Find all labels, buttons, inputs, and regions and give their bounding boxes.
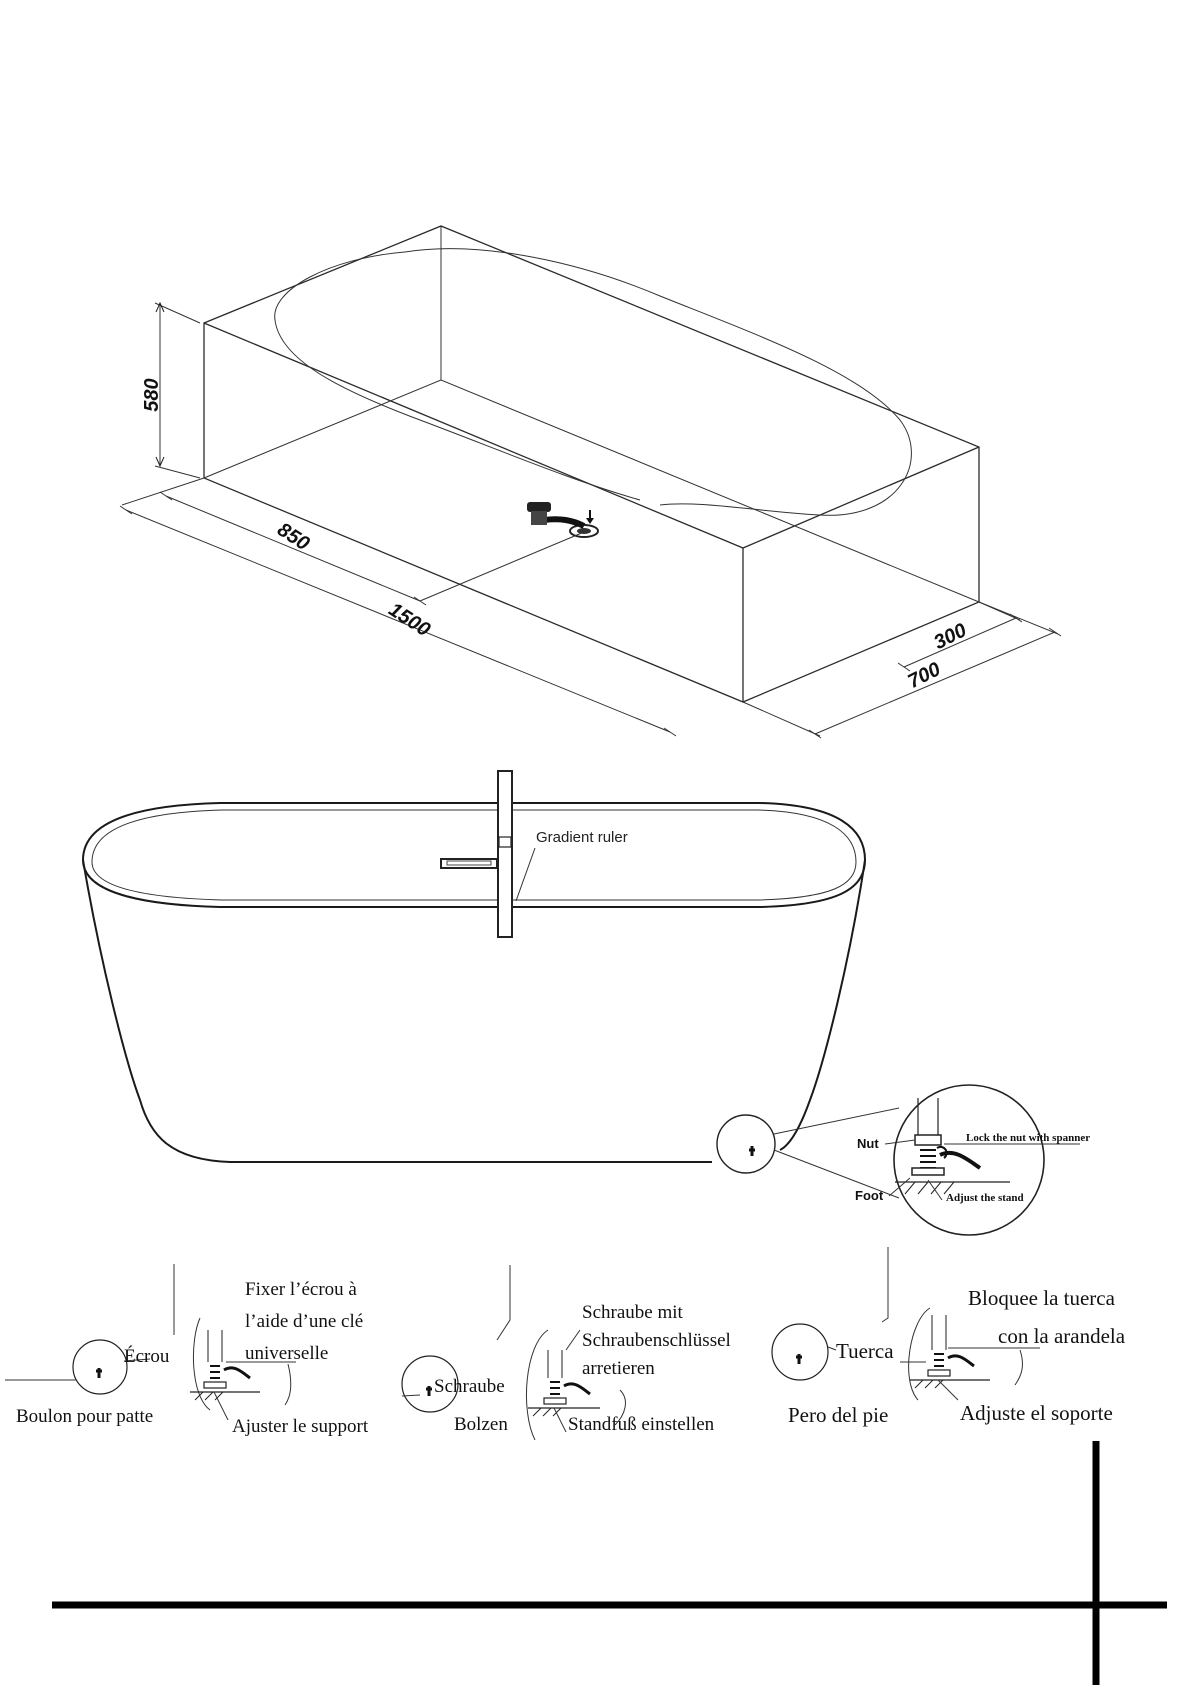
- foot-detail-de-adjust-label: Standfuß einstellen: [568, 1414, 715, 1435]
- foot-detail-de-bolt-label: Bolzen: [454, 1414, 508, 1435]
- foot-detail-es-bolt-label: Pero del pie: [788, 1403, 888, 1427]
- foot-detail-es-lock-line1: Bloquee la tuerca: [968, 1286, 1116, 1310]
- foot-detail-en-foot-label: Foot: [855, 1188, 884, 1203]
- foot-detail-english: [716, 1084, 1080, 1236]
- foot-detail-fr-nut-label: Écrou: [124, 1345, 170, 1367]
- foot-detail-de-lock-line1: Schraube mit: [582, 1302, 684, 1323]
- foot-detail-es-nut-label: Tuerca: [836, 1339, 894, 1363]
- bathtub-side-view: [81, 802, 867, 1163]
- dim-length-label: 1500: [385, 599, 434, 642]
- foot-detail-es-lock-line2: con la arandela: [998, 1324, 1126, 1348]
- foot-detail-german: [401, 1265, 626, 1441]
- foot-detail-de-lock-line2: Schraubenschlüssel: [582, 1330, 731, 1351]
- dimension-lines: [119, 301, 1062, 739]
- foot-detail-spanish: [771, 1247, 1040, 1401]
- foot-detail-de-nut-label: Schraube: [434, 1376, 505, 1397]
- foot-detail-en-adjust-label: Adjust the stand: [946, 1192, 1024, 1204]
- dim-width-label: 700: [904, 658, 944, 693]
- foot-detail-fr-lock-line1: Fixer l’écrou à: [245, 1279, 357, 1300]
- isometric-bathtub-box: [203, 225, 980, 703]
- dim-height-label: 580: [141, 378, 163, 411]
- foot-detail-de-lock-line3: arretieren: [582, 1358, 655, 1379]
- foot-detail-fr-adjust-label: Ajuster le support: [232, 1416, 369, 1437]
- dim-drain-offset-label: 850: [273, 519, 313, 556]
- dim-drain-side-label: 300: [930, 619, 970, 654]
- foot-detail-french: [5, 1264, 296, 1421]
- foot-detail-fr-lock-line2: l’aide d’une clé: [245, 1311, 363, 1332]
- foot-detail-fr-lock-line3: universelle: [245, 1343, 328, 1364]
- gradient-ruler-label: Gradient ruler: [536, 829, 628, 846]
- foot-detail-fr-bolt-label: Boulon pour patte: [16, 1406, 153, 1427]
- foot-detail-en-nut-label: Nut: [857, 1136, 879, 1151]
- drain-fitting-icon: [527, 502, 599, 538]
- foot-detail-es-adjust-label: Adjuste el soporte: [960, 1401, 1113, 1425]
- foot-detail-en-lock-label: Lock the nut with spanner: [966, 1132, 1090, 1144]
- gradient-ruler: [440, 770, 536, 938]
